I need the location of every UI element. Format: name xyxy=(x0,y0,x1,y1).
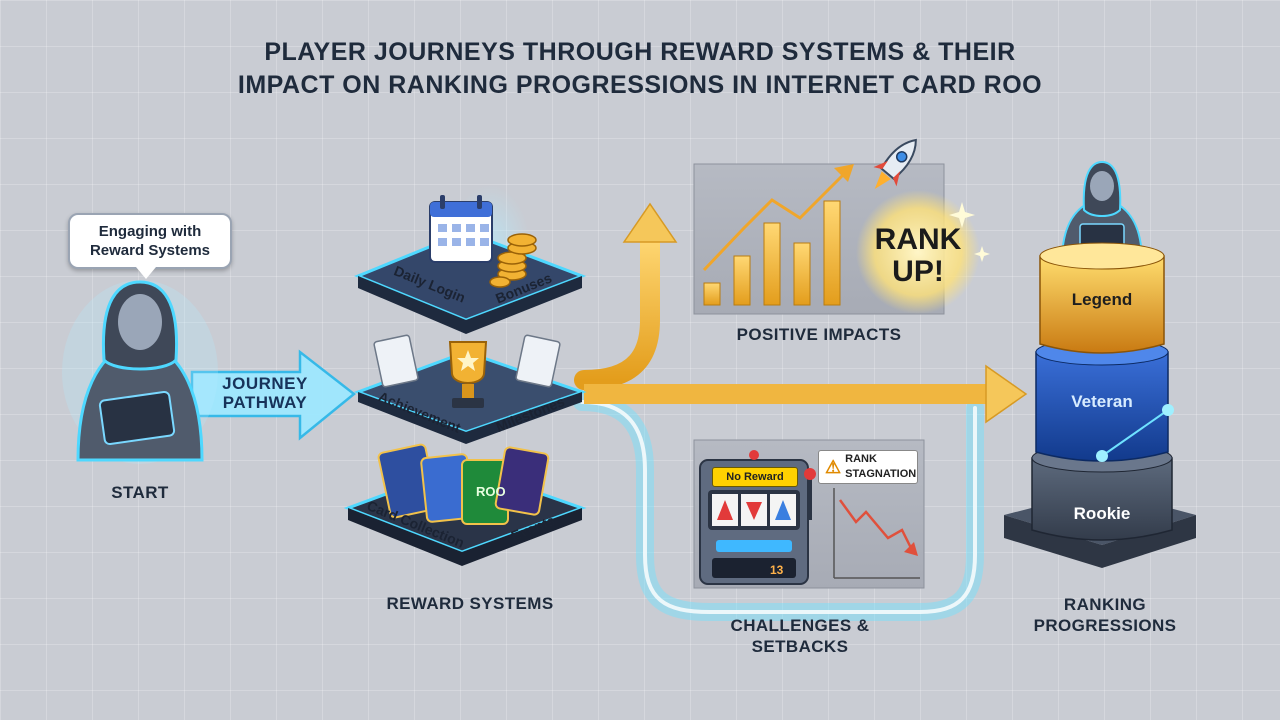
calendar-icon xyxy=(429,195,493,263)
rocket-icon xyxy=(873,138,917,189)
positive-path-arrowhead xyxy=(622,202,678,243)
tier-legend-label: Legend xyxy=(1071,290,1133,309)
rank-up-line-1: RANK xyxy=(874,223,962,256)
ranking-line-1: RANKING xyxy=(1063,595,1147,614)
journey-line-1: JOURNEY xyxy=(222,374,308,393)
checklist-icon xyxy=(373,334,561,388)
positive-path xyxy=(574,226,660,390)
reward-systems-stack xyxy=(343,185,587,566)
challenges-line-1: CHALLENGES & xyxy=(730,616,870,635)
trophy-icon xyxy=(448,341,488,408)
rank-up-badge: RANK UP! xyxy=(858,224,978,288)
stagnation-line-1: RANK xyxy=(845,453,877,465)
challenges-line-2: SETBACKS xyxy=(751,637,849,656)
ranking-tower xyxy=(1004,242,1196,568)
speech-line-1: Engaging with xyxy=(98,223,202,240)
sparkle-icons xyxy=(949,202,990,262)
start-label: START xyxy=(111,483,169,502)
player-avatar-start xyxy=(62,280,218,464)
collectible-cards-icon xyxy=(377,443,550,525)
journey-line-2: PATHWAY xyxy=(222,393,308,412)
reward-systems-label: REWARD SYSTEMS xyxy=(386,594,554,613)
ranking-path-arrowhead xyxy=(985,364,1028,424)
slot-machine-icon xyxy=(699,450,816,585)
rank-stagnation-warning: ⚠ RANK STAGNATION xyxy=(818,450,918,484)
ranking-progressions-label: RANKING PROGRESSIONS xyxy=(1010,594,1200,636)
speech-line-2: Reward Systems xyxy=(89,242,211,259)
positive-impacts-label: POSITIVE IMPACTS xyxy=(736,325,902,344)
diagram-title: PLAYER JOURNEYS THROUGH REWARD SYSTEMS &… xyxy=(140,36,1140,102)
title-line-2: IMPACT ON RANKING PROGRESSIONS IN INTERN… xyxy=(237,71,1043,99)
trend-arrow-head xyxy=(834,164,854,182)
warning-icon: ⚠ xyxy=(825,456,842,477)
no-reward-sign: No Reward xyxy=(712,467,798,487)
growth-bar-chart xyxy=(703,200,841,306)
journey-pathway-arrow xyxy=(190,349,357,441)
positive-impacts-panel xyxy=(693,163,980,315)
challenges-label: CHALLENGES & SETBACKS xyxy=(700,615,900,657)
journey-pathway-text: JOURNEY PATHWAY xyxy=(210,374,320,412)
ranking-line-2: PROGRESSIONS xyxy=(1033,616,1177,635)
tier-veteran-label: Veteran xyxy=(1071,392,1133,411)
progress-node xyxy=(1096,450,1108,462)
decline-chart xyxy=(833,488,920,579)
gold-coins-icon xyxy=(489,233,537,288)
rank-stagnation-text: RANK STAGNATION xyxy=(845,452,916,482)
growth-trend-line xyxy=(702,170,848,272)
stagnation-line-2: STAGNATION xyxy=(845,468,917,480)
card-roo-text: ROO xyxy=(476,484,506,499)
rank-up-line-2: UP! xyxy=(892,255,944,288)
title-line-1: PLAYER JOURNEYS THROUGH REWARD SYSTEMS &… xyxy=(264,38,1016,66)
slot-counter: 13 xyxy=(770,563,784,577)
tier-rookie-label: Rookie xyxy=(1073,504,1131,523)
rank-up-burst xyxy=(856,190,980,314)
engaging-speech-bubble: Engaging with Reward Systems xyxy=(68,213,232,279)
